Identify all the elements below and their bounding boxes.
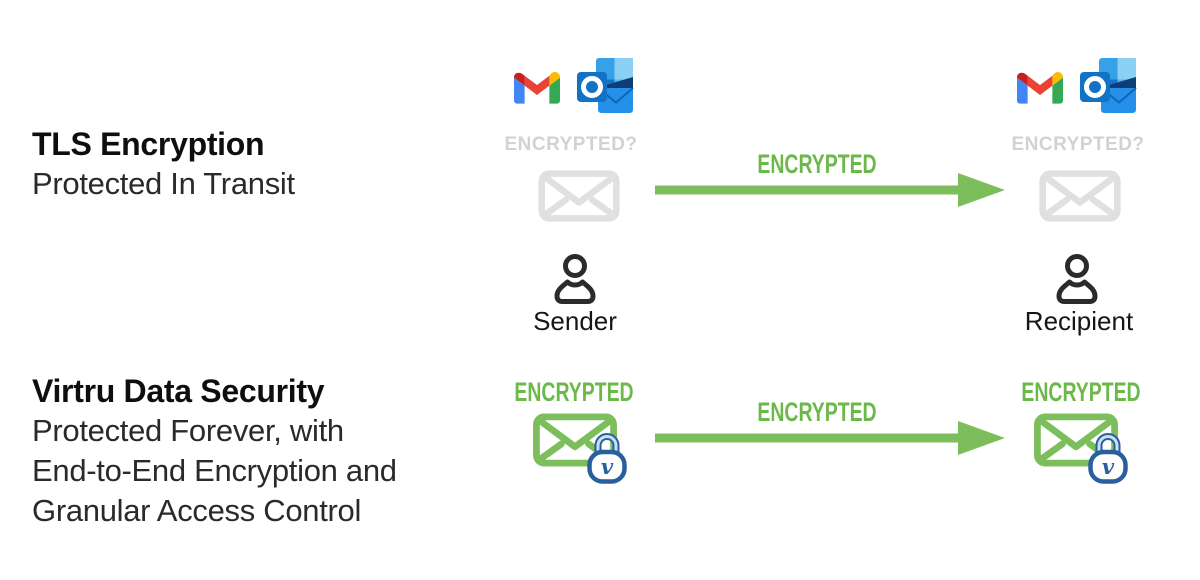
tls-arrow-label: ENCRYPTED: [757, 149, 877, 179]
lock-letter: v: [601, 454, 614, 479]
recipient-label: Recipient: [1024, 306, 1134, 336]
virtru-subtitle-line-3: Granular Access Control: [32, 493, 362, 528]
outlook-icon: [575, 57, 637, 117]
tls-section-heading: TLS Encryption Protected In Transit: [32, 124, 295, 204]
envelope-icon: [1039, 169, 1121, 223]
virtru-subtitle-line-1: Protected Forever, with: [32, 413, 344, 448]
sender-label: Sender: [533, 306, 617, 336]
gmail-icon: [1017, 69, 1063, 104]
virtru-arrow-label: ENCRYPTED: [757, 397, 877, 427]
outlook-icon: [1078, 57, 1140, 117]
encrypted-arrow-icon: [655, 172, 1005, 208]
tls-recipient-status-label: ENCRYPTED?: [1011, 134, 1145, 155]
virtru-lock-icon: v: [1088, 431, 1128, 484]
envelope-icon: [538, 169, 620, 223]
gmail-icon: [514, 69, 560, 104]
virtru-recipient-status-label: ENCRYPTED: [1021, 377, 1141, 407]
tls-title: TLS Encryption: [32, 126, 265, 162]
lock-letter: v: [1102, 454, 1115, 479]
virtru-title: Virtru Data Security: [32, 373, 325, 409]
person-icon: [550, 250, 600, 307]
tls-sender-status-label: ENCRYPTED?: [504, 134, 638, 155]
virtru-sender-status-label: ENCRYPTED: [514, 377, 634, 407]
encrypted-arrow-icon: [655, 420, 1005, 456]
person-icon: [1052, 250, 1102, 307]
tls-subtitle: Protected In Transit: [32, 166, 295, 201]
virtru-subtitle-line-2: End-to-End Encryption and: [32, 453, 397, 488]
virtru-lock-icon: v: [587, 431, 627, 484]
virtru-section-heading: Virtru Data Security Protected Forever, …: [32, 371, 397, 531]
